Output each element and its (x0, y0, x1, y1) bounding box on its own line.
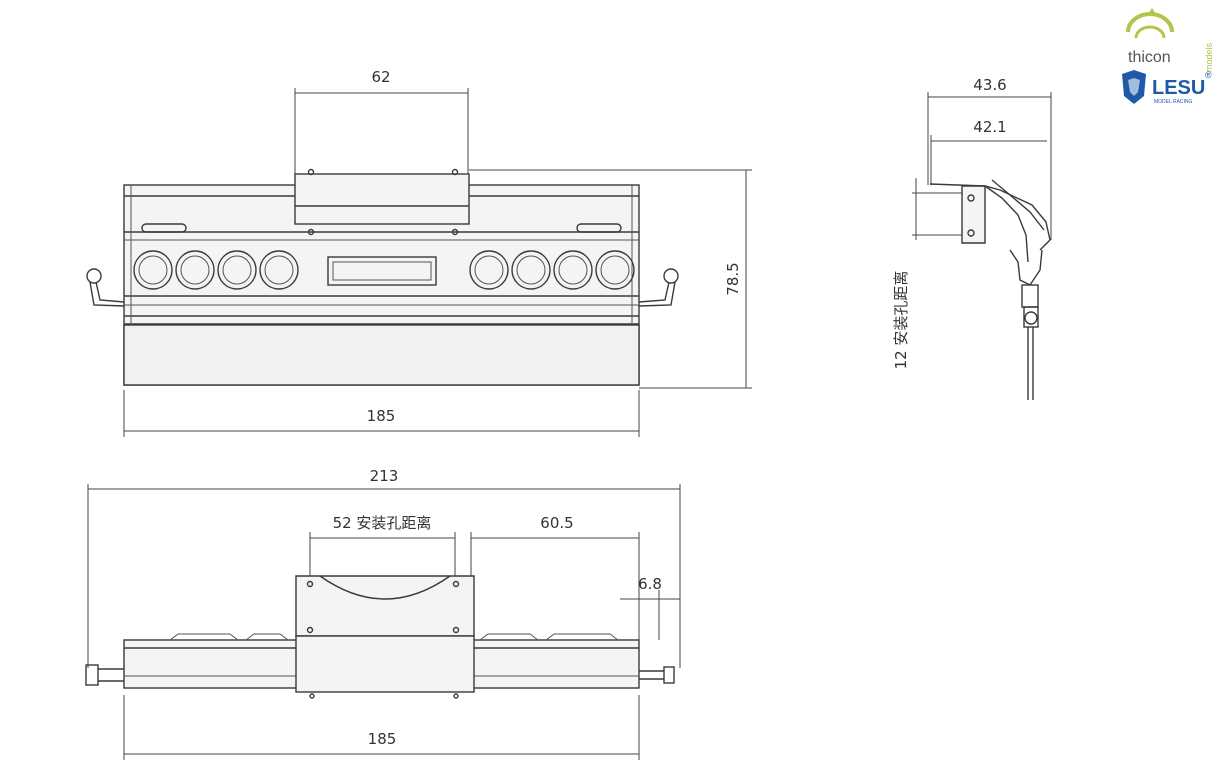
dim-185-bottom-label: 185 (368, 730, 397, 748)
dim-6-8-label: 6.8 (638, 575, 662, 593)
thicon-logo: thicon models (1126, 8, 1214, 72)
handle-right (638, 268, 679, 307)
dim-12-note-label: 12 安装孔距离 (892, 271, 910, 370)
bottom-view: 213 52 安装孔距离 60.5 6.8 (85, 467, 681, 760)
dim-78-5-label: 78.5 (724, 262, 742, 295)
bottom-mount-plate (295, 575, 475, 637)
front-view: 62 (86, 68, 752, 437)
lesu-text: LESU (1152, 77, 1205, 99)
lesu-reg-mark: ® (1205, 70, 1212, 80)
lesu-logo: LESU ® MODEL RACING (1122, 70, 1212, 105)
thicon-sub-text: models (1204, 42, 1214, 72)
dim-213-label: 213 (370, 467, 399, 485)
knob-right (639, 666, 675, 684)
thicon-text: thicon (1128, 49, 1171, 66)
slot-light-left (141, 223, 187, 233)
dim-185-top-label: 185 (367, 407, 396, 425)
dim-60-5-label: 60.5 (540, 514, 573, 532)
center-light (327, 256, 437, 286)
dim-52-label: 52 安装孔距离 (333, 514, 432, 532)
lesu-sub-text: MODEL RACING (1154, 99, 1193, 105)
center-mount-plate (294, 173, 470, 225)
round-lights-left (133, 250, 299, 290)
slot-light-right (576, 223, 622, 233)
round-lights-right (469, 250, 635, 290)
dim-62-label: 62 (371, 68, 390, 86)
knob-left (85, 664, 124, 686)
handle-left (86, 268, 125, 307)
dim-42-1-label: 42.1 (973, 118, 1006, 136)
side-view: 43.6 42.1 12 安装孔距离 (892, 76, 1052, 400)
dim-43-6-label: 43.6 (973, 76, 1006, 94)
